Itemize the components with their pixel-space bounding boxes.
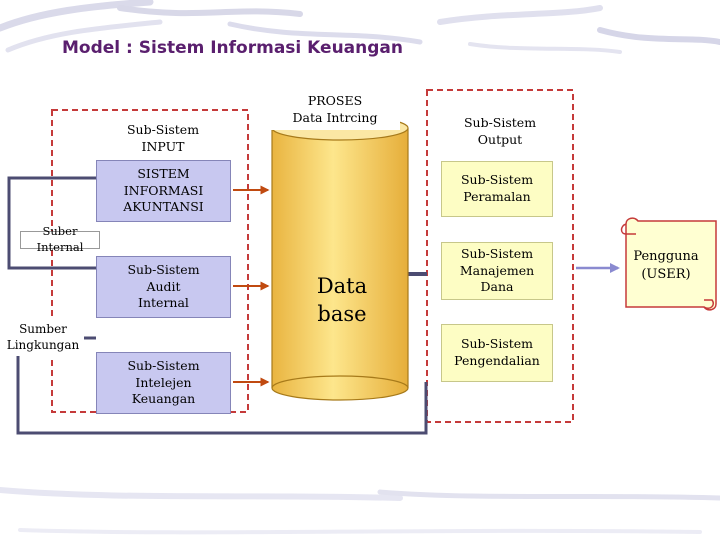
suber-internal-label: Suber Internal xyxy=(20,224,100,254)
sub-sistem-intelejen-keuangan-box: Sub-Sistem Intelejen Keuangan xyxy=(96,352,231,414)
pengguna-user-label: Pengguna (USER) xyxy=(633,249,699,282)
database-cylinder xyxy=(271,115,409,401)
sub-sistem-pengendalian-box: Sub-Sistem Pengendalian xyxy=(441,324,553,382)
output-group-border xyxy=(426,89,574,423)
sub-sistem-audit-internal-box: Sub-Sistem Audit Internal xyxy=(96,256,231,318)
sub-sistem-peramalan-box: Sub-Sistem Peramalan xyxy=(441,161,553,217)
sub-sistem-output-label: Sub-Sistem Output xyxy=(463,115,537,147)
sistem-informasi-akuntansi-box: SISTEM INFORMASI AKUNTANSI xyxy=(96,160,231,222)
user-scroll xyxy=(620,217,717,311)
sub-sistem-manajemen-dana-box: Sub-Sistem Manajemen Dana xyxy=(441,242,553,300)
page-title: Model : Sistem Informasi Keuangan xyxy=(62,38,403,58)
proses-label: PROSES Data Intrcing xyxy=(270,90,400,130)
sumber-lingkungan-label: Sumber Lingkungan xyxy=(2,318,84,356)
sub-sistem-input-label: Sub-Sistem INPUT xyxy=(126,122,200,154)
database-label: Data base xyxy=(316,274,368,327)
input-arrows xyxy=(233,185,270,387)
